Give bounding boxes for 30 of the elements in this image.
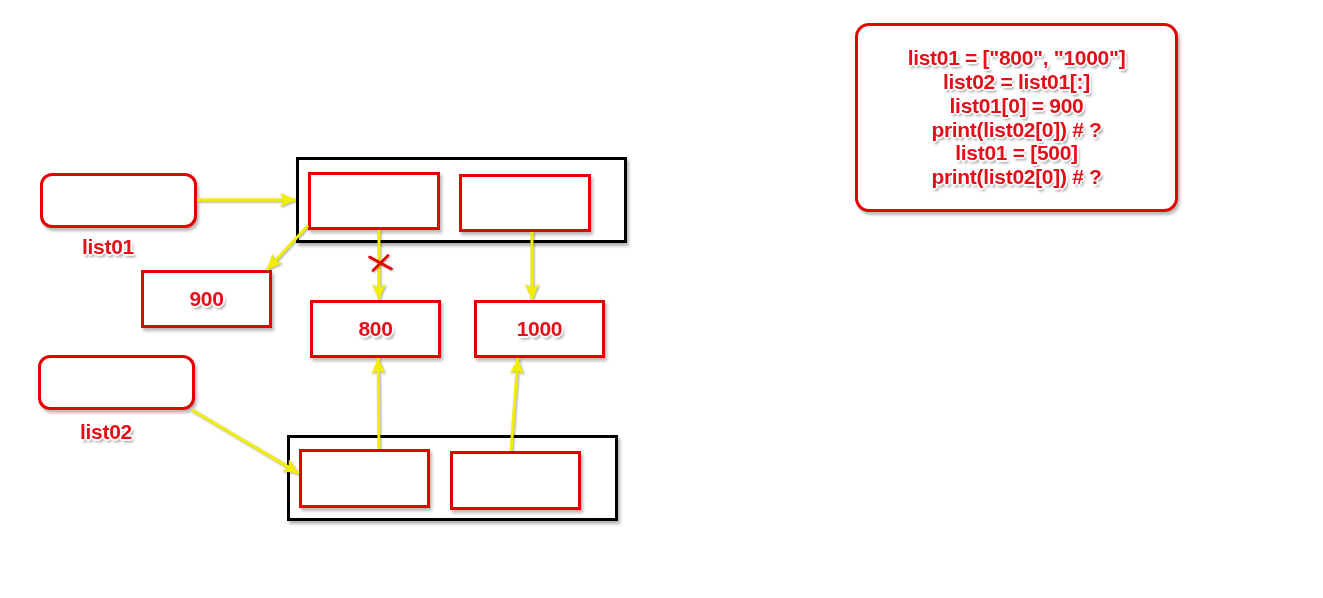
value-label: 800 bbox=[358, 317, 393, 341]
code-line: print(list02[0]) # ? bbox=[931, 165, 1102, 189]
variable-box bbox=[40, 173, 197, 228]
code-line: print(list02[0]) # ? bbox=[931, 117, 1102, 142]
variable-name: list01 bbox=[82, 235, 134, 259]
arrow bbox=[509, 357, 524, 452]
variable-name: list02 bbox=[80, 420, 132, 444]
slot-box bbox=[459, 174, 591, 232]
value-label: 1000 bbox=[516, 317, 563, 341]
code-line: list02 = list01[:] bbox=[943, 69, 1090, 94]
variable-box bbox=[38, 355, 195, 410]
value-box bbox=[474, 300, 605, 358]
slot-box bbox=[308, 172, 440, 230]
value-box bbox=[310, 300, 441, 358]
code-line: list01 = ["800", "1000"] bbox=[907, 46, 1126, 70]
code-box bbox=[855, 23, 1178, 212]
value-box bbox=[141, 270, 272, 328]
code-line: list01[0] = 900 bbox=[949, 93, 1084, 118]
arrow bbox=[525, 232, 539, 300]
container-box bbox=[296, 157, 627, 243]
arrow bbox=[371, 358, 386, 449]
slot-box bbox=[450, 451, 581, 510]
arrow bbox=[265, 224, 310, 272]
arrow bbox=[372, 230, 386, 300]
arrow bbox=[191, 408, 300, 475]
value-label: 900 bbox=[189, 287, 224, 311]
arrow bbox=[197, 193, 296, 207]
slot-box bbox=[299, 449, 430, 508]
code-line: list01 = [500] bbox=[955, 141, 1078, 166]
container-box bbox=[287, 435, 618, 521]
